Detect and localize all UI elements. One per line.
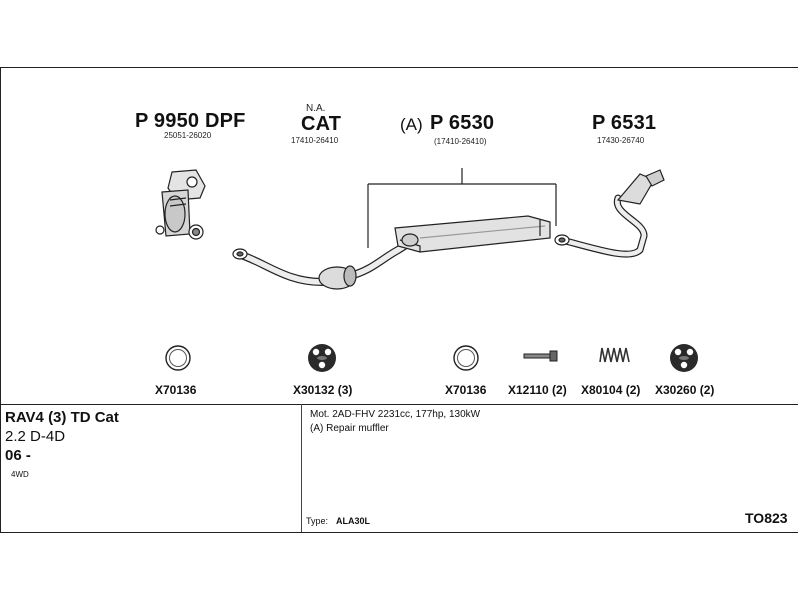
part-code-p6531: 17430-26740 bbox=[597, 136, 645, 145]
spring-icon bbox=[599, 347, 630, 363]
vehicle-engine: 2.2 D-4D bbox=[5, 428, 66, 445]
rear-muffler-icon bbox=[554, 169, 665, 258]
bolt-icon bbox=[523, 350, 558, 362]
info-divider bbox=[301, 404, 302, 532]
type-label: Type: bbox=[306, 516, 329, 526]
part-number-p6531: P 6531 bbox=[592, 112, 657, 134]
part-bracket bbox=[367, 168, 557, 248]
rubber-hanger-icon bbox=[670, 344, 698, 372]
dpf-catalyst-icon bbox=[155, 169, 206, 240]
section-divider bbox=[1, 404, 798, 405]
part-note-cat: N.A. bbox=[306, 103, 326, 114]
vehicle-year: 06 - bbox=[5, 447, 31, 464]
part-prefix-p6530: (A) bbox=[400, 115, 423, 134]
rubber-hanger-icon bbox=[308, 344, 336, 372]
middle-muffler-icon bbox=[394, 215, 551, 253]
part-number-p6530: P 6530 bbox=[430, 112, 495, 134]
part-code-cat: 17410-26410 bbox=[291, 136, 339, 145]
accessory-label: X70136 bbox=[445, 383, 487, 397]
ring-gasket-icon bbox=[165, 345, 191, 371]
accessory-label: X30132 (3) bbox=[293, 383, 353, 397]
part-number-cat: CAT bbox=[301, 113, 342, 135]
type-value: ALA30L bbox=[336, 516, 371, 526]
accessory-label: X12110 (2) bbox=[508, 383, 567, 397]
accessory-label: X70136 bbox=[155, 383, 197, 397]
diagram-sheet bbox=[0, 67, 798, 533]
front-pipe-cat-icon bbox=[232, 236, 418, 290]
vehicle-model: RAV4 (3) TD Cat bbox=[5, 409, 119, 426]
ring-gasket-icon bbox=[453, 345, 479, 371]
vehicle-drive: 4WD bbox=[11, 470, 29, 479]
accessory-label: X30260 (2) bbox=[655, 383, 715, 397]
accessory-label: X80104 (2) bbox=[581, 383, 641, 397]
diagram-code: TO823 bbox=[745, 510, 788, 526]
part-code-p6530: (17410-26410) bbox=[434, 137, 487, 146]
repair-note: (A) Repair muffler bbox=[310, 423, 389, 434]
part-number-p9950: P 9950 DPF bbox=[135, 110, 246, 132]
part-code-p9950: 25051-26020 bbox=[164, 131, 212, 140]
motor-spec: Mot. 2AD-FHV 2231cc, 177hp, 130kW bbox=[310, 409, 481, 420]
